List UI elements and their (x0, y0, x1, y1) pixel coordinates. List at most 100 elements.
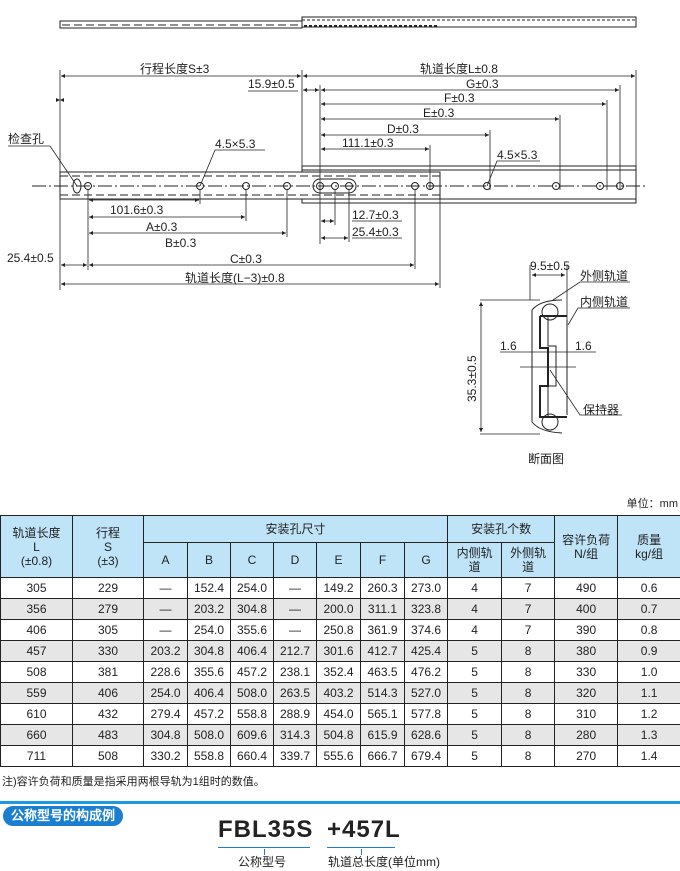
header-col-b: B (187, 542, 231, 578)
table-cell: 514.3 (360, 682, 405, 704)
table-cell: 260.3 (360, 577, 405, 599)
header-holes: 安装孔尺寸 (142, 515, 449, 543)
table-cell: 508.0 (187, 724, 231, 746)
table-cell: 476.2 (403, 661, 449, 683)
a-dimension: A±0.3 (146, 220, 178, 234)
offset-dimension: 15.9±0.5 (248, 77, 295, 91)
header-inner: 内侧轨道 (447, 542, 503, 578)
table-cell: 660 (0, 724, 73, 746)
header-outer: 外侧轨道 (501, 542, 556, 578)
part-number-label: 公称型号 (238, 855, 287, 869)
table-cell: 5 (447, 640, 503, 662)
header-col-d: D (273, 542, 317, 578)
header-col-e: E (316, 542, 361, 578)
table-cell: 381 (72, 661, 144, 683)
table-cell: 301.6 (316, 640, 361, 662)
table-cell: 305 (0, 577, 73, 599)
table-cell: 0.6 (617, 577, 680, 599)
table-cell: 7 (501, 577, 556, 599)
table-cell: 7 (501, 619, 556, 641)
table-cell: 457.2 (230, 661, 274, 683)
hole-size-left: 4.5×5.3 (215, 137, 256, 151)
table-cell: 1.3 (617, 724, 680, 746)
part-tick (264, 849, 265, 855)
table-cell: 200.0 (316, 598, 361, 620)
table-cell: 330 (554, 661, 619, 683)
table-cell: 8 (501, 745, 556, 767)
table-cell: 314.3 (273, 724, 317, 746)
table-cell: 1.2 (617, 703, 680, 725)
length-label: 轨道总长度(单位mm) (328, 855, 440, 869)
mounting-hole (483, 182, 491, 190)
b-dimension: B±0.3 (165, 236, 197, 250)
mounting-hole (596, 182, 604, 190)
table-cell: 406.4 (230, 640, 274, 662)
table-cell: — (273, 598, 317, 620)
table-cell: 250.8 (316, 619, 361, 641)
part-underline (218, 847, 310, 848)
cross-section: 9.5±0.5 外侧轨道 内侧轨道 1.6 1.6 保持器 断面图 35.3±0… (465, 259, 630, 466)
table-cell: 490 (554, 577, 619, 599)
table-cell: 400 (554, 598, 619, 620)
table-cell: 273.0 (403, 577, 449, 599)
table-cell: 457 (0, 640, 73, 662)
table-cell: 615.9 (360, 724, 405, 746)
table-cell: 463.5 (360, 661, 405, 683)
table-cell: 5 (447, 682, 503, 704)
table-cell: 254.0 (143, 682, 188, 704)
table-cell: 5 (447, 703, 503, 725)
inner-length-dimension: 轨道长度(L−3)±0.8 (185, 270, 285, 285)
table-cell: 5 (447, 661, 503, 683)
table-cell: 304.8 (230, 598, 274, 620)
table-cell: 305 (72, 619, 144, 641)
table-cell: 330.2 (143, 745, 188, 767)
part-number: FBL35S (218, 816, 314, 843)
25-4-left-dimension: 25.4±0.5 (7, 251, 54, 265)
section-divider (0, 801, 680, 804)
table-cell: 609.6 (230, 724, 274, 746)
header-col-c: C (230, 542, 274, 578)
header-col-f: F (360, 542, 405, 578)
top-view (59, 16, 637, 29)
mounting-hole (345, 182, 353, 190)
mounting-hole (283, 182, 291, 190)
unit-label: 单位：mm (626, 498, 678, 510)
table-cell: 304.8 (143, 724, 188, 746)
table-cell: 320 (554, 682, 619, 704)
table-cell: 406.4 (187, 682, 231, 704)
table-cell: 1.4 (617, 745, 680, 767)
table-cell: 1.0 (617, 661, 680, 683)
12-7-dimension: 12.7±0.3 (352, 208, 399, 222)
table-cell: 0.9 (617, 640, 680, 662)
section-title: 断面图 (528, 451, 564, 466)
table-cell: 406 (72, 682, 144, 704)
outer-rail-label: 外侧轨道 (580, 269, 628, 283)
table-cell: 508 (0, 661, 73, 683)
header-col-a: A (143, 542, 188, 578)
c-dimension: C±0.3 (230, 252, 262, 266)
hole-size-right: 4.5×5.3 (497, 148, 538, 162)
table-cell: 4 (447, 619, 503, 641)
table-cell: — (273, 577, 317, 599)
table-cell: 254.0 (230, 577, 274, 599)
table-cell: 288.9 (273, 703, 317, 725)
table-cell: 403.2 (316, 682, 361, 704)
table-cell: 711 (0, 745, 73, 767)
mounting-hole (242, 182, 250, 190)
table-cell: 355.6 (230, 619, 274, 641)
table-cell: 7 (501, 598, 556, 620)
table-cell: 508.0 (230, 682, 274, 704)
inner-rail-label: 内侧轨道 (580, 295, 628, 309)
table-cell: 527.0 (403, 682, 449, 704)
